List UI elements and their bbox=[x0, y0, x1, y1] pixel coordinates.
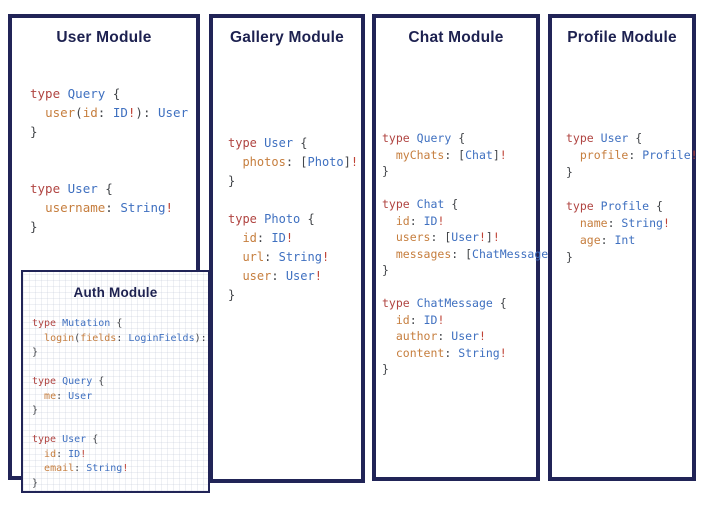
profile-module-panel: Profile Module type User { profile: Prof… bbox=[548, 14, 698, 481]
profile-module-code: type User { profile: Profile!} type Prof… bbox=[566, 131, 698, 264]
auth-module-panel: Auth Module type Mutation { login(fields… bbox=[21, 270, 210, 493]
chat-module-code: type Query { myChats: [Chat]!} type Chat… bbox=[382, 131, 562, 376]
auth-module-title: Auth Module bbox=[73, 285, 158, 300]
user-module-panel: User Module type Query { user(id: ID!): … bbox=[8, 14, 210, 493]
auth-module-code: type Mutation { login(fields: LoginField… bbox=[32, 318, 207, 489]
profile-module-title: Profile Module bbox=[567, 29, 677, 46]
user-module-title: User Module bbox=[56, 29, 152, 46]
gallery-module-code: type User { photos: [Photo]!} type Photo… bbox=[228, 136, 359, 302]
chat-module-title: Chat Module bbox=[408, 29, 504, 46]
chat-module-panel: Chat Module type Query { myChats: [Chat]… bbox=[372, 14, 562, 481]
gallery-module-title: Gallery Module bbox=[230, 29, 344, 46]
user-module-code: type Query { user(id: ID!): User} type U… bbox=[30, 86, 189, 234]
gallery-module-panel: Gallery Module type User { photos: [Phot… bbox=[209, 14, 365, 483]
